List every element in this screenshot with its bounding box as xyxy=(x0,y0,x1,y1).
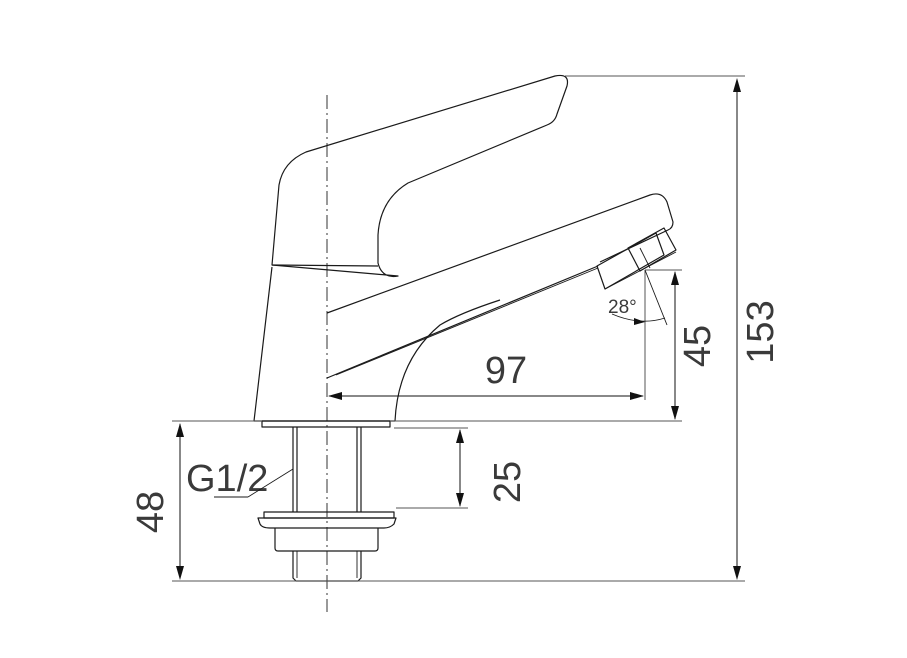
dim-45-label: 45 xyxy=(677,325,719,367)
dim-48-label: 48 xyxy=(130,491,172,533)
spout-underside-inner xyxy=(335,267,599,376)
dim-97-label: 97 xyxy=(485,350,527,392)
thread-label: G1/2 xyxy=(186,458,268,500)
tap-body xyxy=(253,266,501,422)
spout-underside xyxy=(326,265,599,379)
angle-label: 28° xyxy=(608,297,637,318)
handle-base-line xyxy=(271,264,379,267)
dim-25-label: 25 xyxy=(487,461,529,503)
thread-leader xyxy=(247,468,294,498)
aerator xyxy=(596,227,677,290)
angle-ray xyxy=(644,269,668,326)
base-plate xyxy=(261,420,391,428)
dim-153-label: 153 xyxy=(740,300,782,363)
lever-handle xyxy=(271,74,569,278)
spout-top xyxy=(326,193,674,314)
